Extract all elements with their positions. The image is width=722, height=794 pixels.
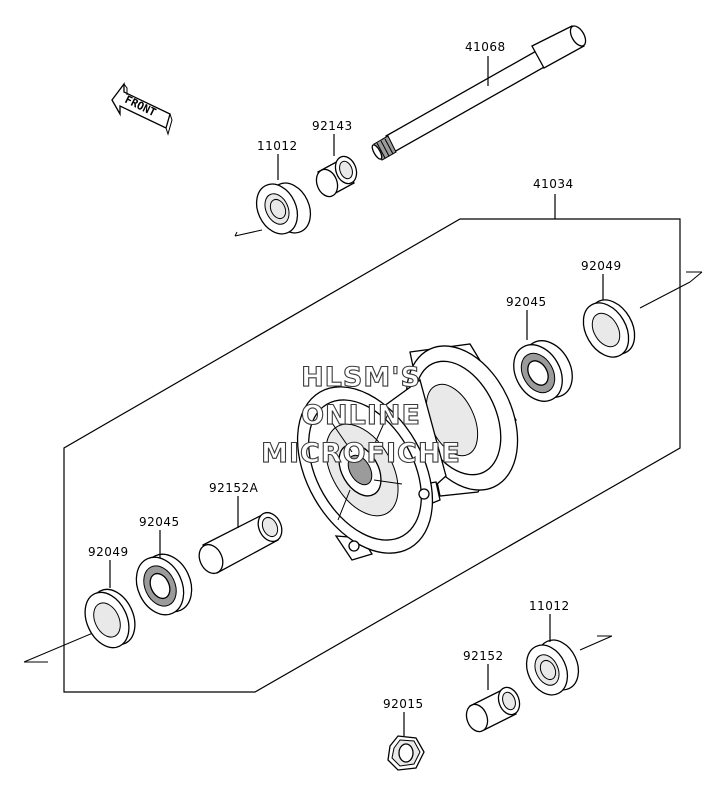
- label-92152A: 92152A: [209, 481, 259, 495]
- watermark-line-2: ONLINE: [301, 400, 421, 431]
- watermark-line-3: MICROFICHE: [261, 438, 461, 469]
- nut-92015: [387, 735, 425, 771]
- axle-41068: [371, 25, 587, 161]
- label-41068: 41068: [465, 40, 506, 54]
- label-92143: 92143: [312, 119, 353, 133]
- label-92049-left: 92049: [88, 545, 129, 559]
- label-11012-upper: 11012: [257, 139, 298, 153]
- collar-92152: [465, 686, 521, 733]
- hub-41034: [296, 343, 519, 561]
- label-11012-lower: 11012: [529, 599, 570, 613]
- label-92045-left: 92045: [139, 515, 180, 529]
- seal-11012-upper: [255, 182, 312, 235]
- label-92015: 92015: [383, 697, 424, 711]
- bearing-92045-right: [513, 340, 573, 402]
- centerlines: [23, 229, 703, 663]
- collar-92143: [315, 155, 358, 198]
- label-92045-right: 92045: [506, 295, 547, 309]
- label-92049-right: 92049: [581, 259, 622, 273]
- watermark-line-1: HLSM'S: [301, 362, 421, 393]
- seal-11012-lower: [525, 639, 580, 696]
- watermark: HLSM'S ONLINE MICROFICHE: [261, 361, 461, 469]
- bearing-92045-left: [135, 553, 193, 616]
- spacer-92152A: [198, 511, 283, 575]
- seal-92049-left: [84, 588, 136, 649]
- label-41034: 41034: [533, 177, 574, 191]
- label-92152: 92152: [463, 649, 504, 663]
- hub-assembly-outline: [63, 218, 681, 693]
- seal-92049-right: [582, 299, 636, 358]
- front-indicator: FRONT: [111, 82, 173, 136]
